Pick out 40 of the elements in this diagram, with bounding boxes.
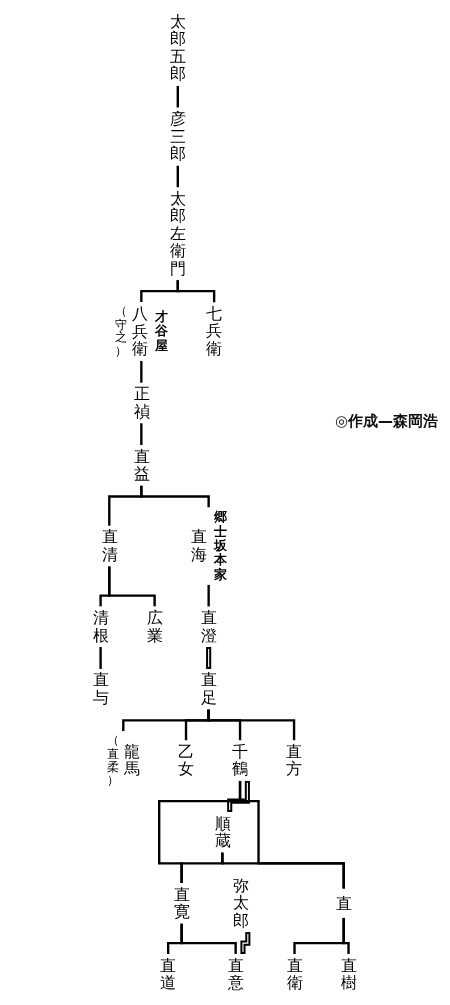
connector (140, 423, 143, 446)
connector (207, 709, 296, 741)
node-text: 直清 (101, 527, 118, 564)
connector (108, 566, 157, 607)
connector (177, 85, 180, 108)
node-text: 直澄 (201, 608, 217, 645)
node-text: 七兵衛 (206, 304, 223, 358)
node-text: 正禎 (134, 384, 150, 421)
connector (140, 360, 143, 383)
node-text: 直樹 (341, 955, 357, 992)
node-text: 彦三郎 (170, 109, 186, 163)
connector (99, 647, 103, 669)
connector (342, 917, 351, 955)
connector (177, 280, 216, 303)
node-text: 直衛 (287, 955, 303, 992)
connector (240, 932, 251, 955)
node-text: 弥太郎 (233, 876, 249, 930)
node-text: 直足 (201, 670, 217, 707)
node-text: 直益 (134, 446, 150, 483)
node-text: 千鶴 (232, 742, 249, 779)
node-text: 太郎左衛門 (170, 189, 186, 278)
connector (140, 485, 211, 508)
connector (207, 584, 211, 607)
node-text: 太郎五郎 (170, 12, 186, 83)
node-text: 直与 (93, 670, 109, 707)
node-text: 直寛 (174, 884, 190, 921)
connector (221, 852, 346, 889)
node-text: 直方 (286, 742, 303, 779)
node-text: 直道 (160, 955, 177, 992)
connector (180, 923, 238, 955)
node-text: 乙女 (178, 742, 195, 779)
node-text: 直 (336, 894, 352, 913)
connector (206, 647, 212, 669)
credit-text: ◎作成—森岡浩 (334, 412, 438, 431)
node-text: 直意 (228, 955, 244, 992)
node-text: 広業 (147, 608, 163, 645)
node-text: 順蔵 (215, 813, 231, 850)
connector (177, 165, 180, 188)
connector (227, 780, 251, 813)
node-text: 清根 (93, 608, 109, 645)
